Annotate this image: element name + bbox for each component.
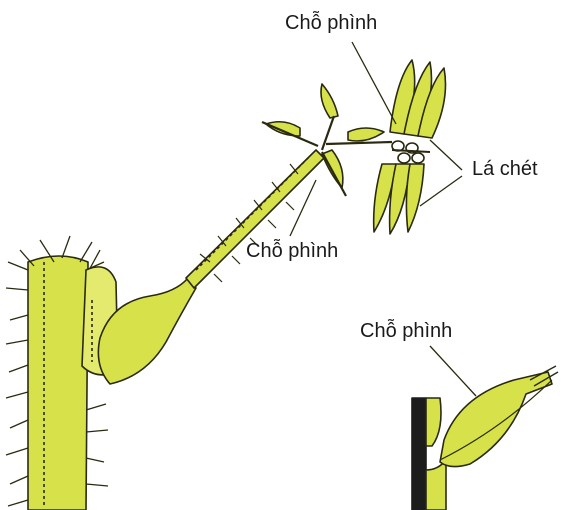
label-swelling-inset: Chỗ phình bbox=[360, 320, 452, 343]
label-leaflets: Lá chét bbox=[472, 158, 538, 181]
leaflets-upper bbox=[390, 60, 446, 138]
leaflets-lower bbox=[374, 164, 424, 234]
pinnae-swellings bbox=[266, 84, 384, 188]
label-swelling-middle: Chỗ phình bbox=[246, 240, 338, 263]
main-stem bbox=[28, 256, 88, 510]
label-swelling-top: Chỗ phình bbox=[285, 12, 377, 35]
petiole bbox=[186, 150, 324, 288]
inset-swelling-detail bbox=[412, 366, 558, 510]
